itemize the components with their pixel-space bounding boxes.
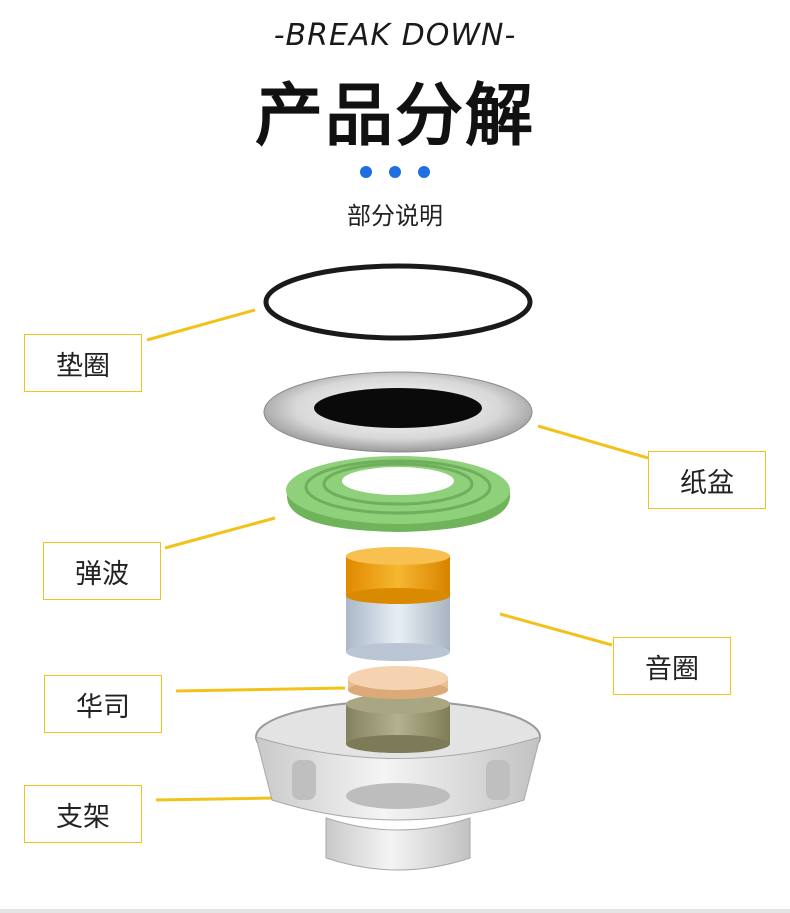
leader-line-cone [537, 424, 649, 460]
label-voice-coil: 音圈 [613, 637, 731, 695]
english-subtitle: -BREAK DOWN- [273, 18, 517, 53]
decorative-dots [0, 166, 790, 178]
label-spider: 弹波 [43, 542, 161, 600]
page-title: 产品分解 [254, 76, 535, 156]
leader-line-washer [175, 686, 346, 693]
leader-line-frame [155, 796, 276, 802]
leader-line-gasket [146, 308, 256, 342]
washer-part [348, 666, 448, 699]
label-washer: 华司 [44, 675, 162, 733]
leader-line-voice-coil [499, 612, 613, 647]
gasket-ring [263, 263, 533, 341]
dot-icon [389, 166, 401, 178]
label-cone: 纸盆 [648, 451, 766, 509]
leader-line-spider [164, 516, 276, 550]
spider-part [286, 456, 510, 532]
magnet-part [346, 694, 450, 753]
label-gasket: 垫圈 [24, 334, 142, 392]
cone-part [263, 371, 533, 453]
dot-icon [418, 166, 430, 178]
footer-divider [0, 909, 790, 913]
label-frame: 支架 [24, 785, 142, 843]
section-label: 部分说明 [347, 202, 443, 230]
voice-coil-part [346, 547, 450, 661]
dot-icon [360, 166, 372, 178]
